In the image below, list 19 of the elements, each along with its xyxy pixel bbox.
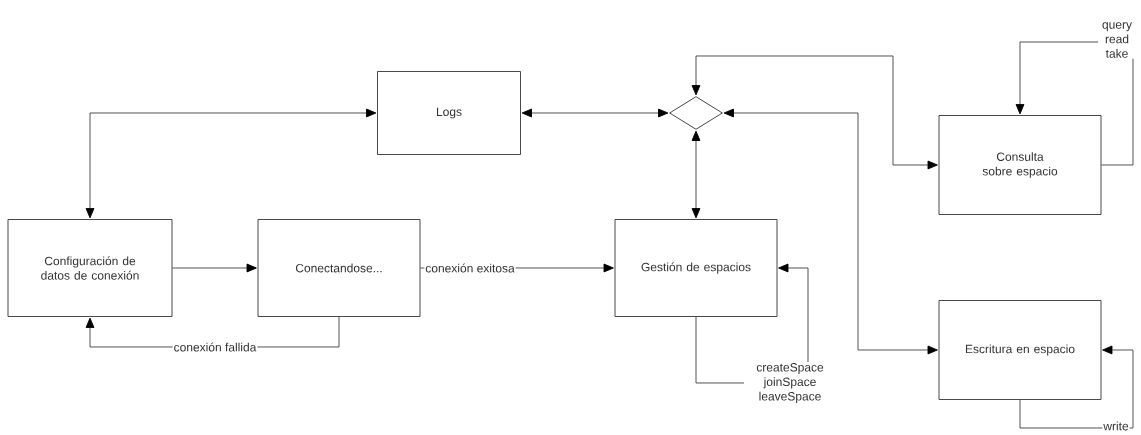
arrow (723, 108, 938, 355)
arrow (85, 108, 377, 219)
arrow (691, 55, 938, 170)
process-box: Configuración de datos de conexión (7, 219, 173, 317)
edge-label: query read take (1098, 21, 1136, 59)
process-box: Consulta sobre espacio (938, 115, 1102, 215)
decision-diamond (669, 96, 723, 130)
arrow (691, 130, 701, 219)
arrow (172, 263, 257, 273)
process-box: Gestión de espacios (614, 219, 778, 317)
edge-label: write (1102, 420, 1130, 432)
edge-label: conexión exitosa (424, 262, 516, 274)
process-box: Logs (377, 71, 521, 155)
edge-label: conexión fallida (172, 341, 258, 353)
process-box: Escritura en espacio (938, 300, 1102, 400)
arrow (521, 108, 669, 118)
edge-label: createSpace joinSpace leaveSpace (744, 362, 836, 404)
process-box: Conectandose... (257, 219, 421, 317)
arrow (1019, 345, 1134, 429)
